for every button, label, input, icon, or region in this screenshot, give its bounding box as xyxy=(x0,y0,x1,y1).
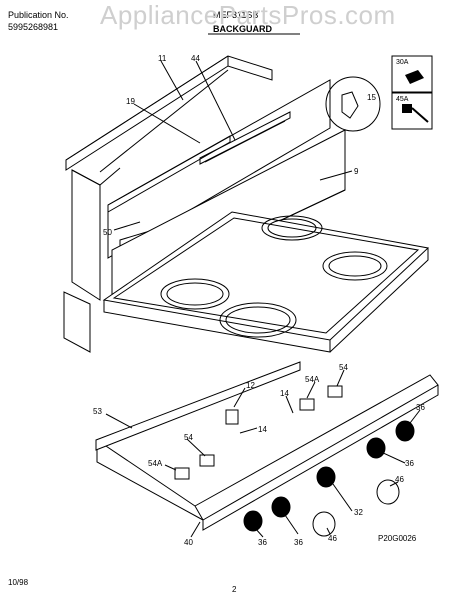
control-panel xyxy=(96,374,439,531)
callout-36-left: 36 xyxy=(258,538,267,547)
control-knobs xyxy=(243,420,415,537)
callout-11: 11 xyxy=(158,54,167,63)
callout-19: 19 xyxy=(126,97,135,106)
publication-number: 5995268981 xyxy=(8,22,59,32)
callout-36-right: 36 xyxy=(416,403,425,412)
callout-14-upper: 14 xyxy=(280,389,289,398)
callout-54a-right: 54A xyxy=(305,375,320,384)
callout-32: 32 xyxy=(354,508,363,517)
footer-date: 10/98 xyxy=(8,578,29,587)
backguard-housing xyxy=(65,55,273,300)
callout-54-left: 54 xyxy=(184,433,193,442)
burner-elements xyxy=(160,215,388,338)
model-number: MEF311SB xyxy=(213,10,259,20)
switches xyxy=(174,385,343,480)
callout-53: 53 xyxy=(93,407,102,416)
callout-36-center: 36 xyxy=(294,538,303,547)
parts-legend xyxy=(391,55,433,130)
page-number: 2 xyxy=(232,585,237,594)
control-trim xyxy=(95,361,301,451)
callout-44: 44 xyxy=(191,54,200,63)
legend-glyphs xyxy=(341,70,429,123)
callout-36-mid: 36 xyxy=(405,459,414,468)
callout-50: 50 xyxy=(103,228,112,237)
callout-46-right: 46 xyxy=(395,475,404,484)
callout-54-right: 54 xyxy=(339,363,348,372)
callout-40: 40 xyxy=(184,538,193,547)
callout-15: 15 xyxy=(367,93,376,102)
callout-12: 12 xyxy=(246,381,255,390)
section-title: BACKGUARD xyxy=(213,24,272,34)
backguard-panel xyxy=(107,79,331,259)
callout-54a-left: 54A xyxy=(148,459,163,468)
publication-label: Publication No. xyxy=(8,10,69,20)
callout-9: 9 xyxy=(354,167,359,176)
callout-46-left: 46 xyxy=(328,534,337,543)
legend-30a: 30A xyxy=(396,59,409,66)
callout-14-lower: 14 xyxy=(258,425,267,434)
legend-45a: 45A xyxy=(396,96,409,103)
watermark: AppliancePartsPros.com xyxy=(100,0,396,30)
leader-lines xyxy=(105,60,421,538)
callout-15-circle xyxy=(325,76,381,132)
diagram-code: P20G0026 xyxy=(378,534,417,543)
